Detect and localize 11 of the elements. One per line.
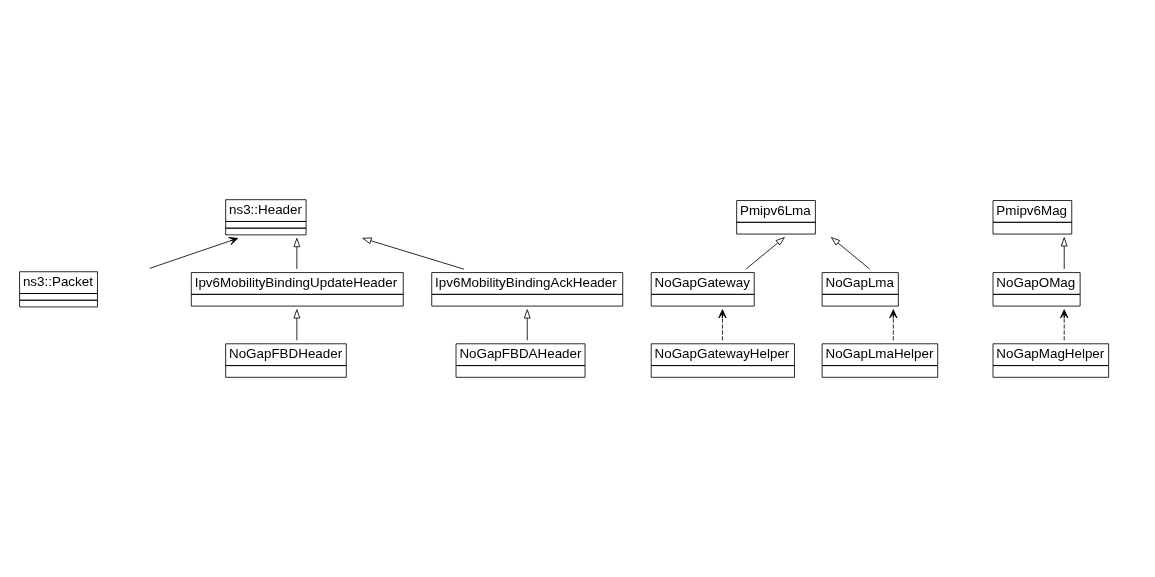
arrow (718, 309, 727, 341)
arrow (293, 309, 301, 341)
arrow (293, 237, 301, 270)
arrow (149, 237, 239, 269)
arrow (1060, 237, 1068, 270)
arrow (1060, 309, 1069, 341)
arrow (830, 237, 871, 270)
arrow (745, 237, 785, 270)
arrow (362, 237, 465, 270)
arrow (523, 309, 531, 341)
arrow (889, 309, 898, 341)
